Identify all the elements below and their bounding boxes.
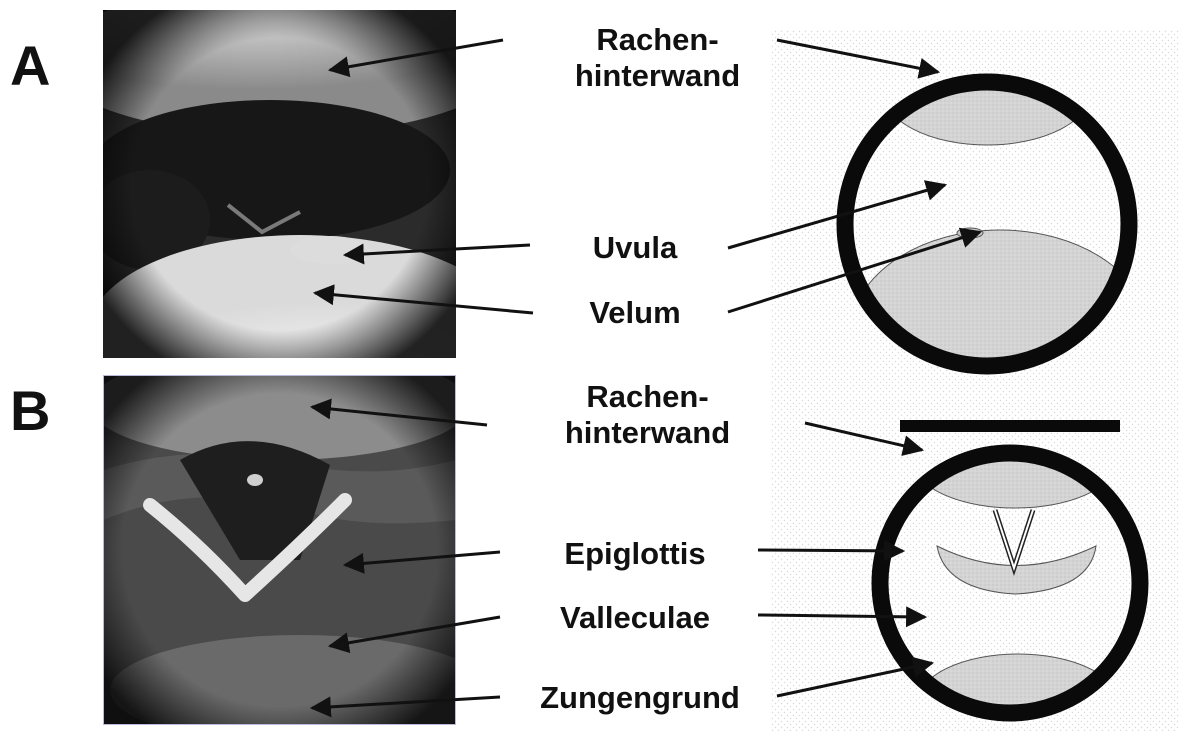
label-b-rachen-line2: hinterwand <box>535 415 760 451</box>
label-b-zungengrund: Zungengrund <box>505 680 775 716</box>
label-b-valleculae: Valleculae <box>525 600 745 636</box>
endoscopic-photo-a <box>50 0 510 425</box>
label-b-epiglottis: Epiglottis <box>525 536 745 572</box>
label-a-velum: Velum <box>565 295 705 331</box>
label-a-uvula: Uvula <box>565 230 705 266</box>
endoscopic-photo-b <box>90 350 490 731</box>
label-a-rachen-line1: Rachen- <box>545 22 770 58</box>
label-b-rachen-line1: Rachen- <box>535 379 760 415</box>
label-a-rachenhinterwand: Rachen- hinterwand <box>545 22 770 94</box>
label-a-rachen-line2: hinterwand <box>545 58 770 94</box>
leader-b-valleculae-diagram <box>758 615 925 617</box>
circle-b-top-edge <box>900 420 1120 432</box>
leader-b-epiglottis-diagram <box>758 550 903 551</box>
label-b-rachenhinterwand: Rachen- hinterwand <box>535 379 760 451</box>
